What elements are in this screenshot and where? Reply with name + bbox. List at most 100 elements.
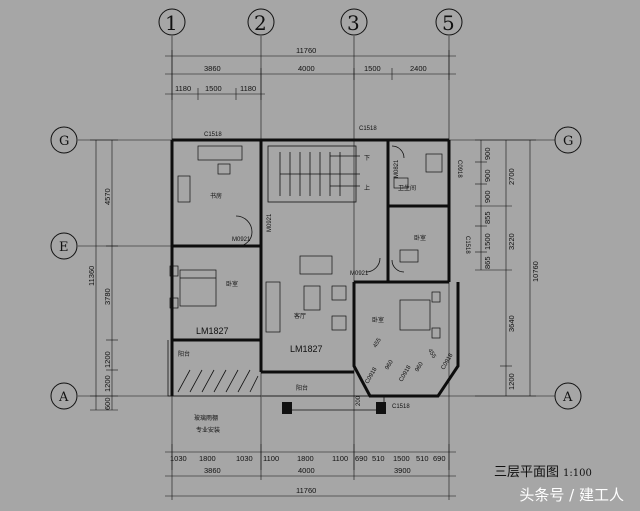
- axis-bubble-left-a: A: [50, 382, 78, 410]
- svg-text:4000: 4000: [298, 64, 315, 73]
- svg-text:5: 5: [442, 11, 455, 35]
- axis-bubble-top-2: 2: [247, 8, 275, 36]
- svg-text:玻璃雨棚: 玻璃雨棚: [194, 414, 218, 422]
- svg-text:600: 600: [103, 397, 112, 410]
- svg-text:1500: 1500: [483, 233, 492, 250]
- svg-text:900: 900: [483, 190, 492, 203]
- svg-text:2700: 2700: [507, 168, 516, 185]
- svg-text:A: A: [58, 390, 69, 405]
- svg-text:1030: 1030: [236, 454, 253, 463]
- svg-text:1200: 1200: [103, 375, 112, 392]
- svg-text:1500: 1500: [393, 454, 410, 463]
- drawing-title-text: 三层平面图: [494, 465, 560, 480]
- svg-text:960: 960: [385, 359, 396, 371]
- svg-text:卧室: 卧室: [414, 234, 426, 242]
- svg-text:510: 510: [416, 454, 429, 463]
- svg-text:LM1827: LM1827: [196, 326, 229, 336]
- svg-text:M0921: M0921: [267, 213, 273, 232]
- dimensions-right: 900 900 900 855 1500 865 2700 3220 3640 …: [475, 139, 540, 397]
- svg-text:455: 455: [373, 337, 384, 349]
- axis-bubble-top-5: 5: [435, 8, 463, 36]
- axis-bubble-top-3: 3: [340, 8, 368, 36]
- svg-text:4000: 4000: [298, 466, 315, 475]
- svg-text:3900: 3900: [394, 466, 411, 475]
- svg-text:690: 690: [433, 454, 446, 463]
- axis-grid-lines: [78, 36, 556, 470]
- svg-text:11360: 11360: [87, 266, 96, 286]
- dimensions-left: 11360 4570 3780 1200 1200 600: [87, 139, 118, 411]
- svg-text:A: A: [562, 390, 573, 405]
- staircase: 下 上: [267, 145, 370, 203]
- svg-text:C1518: C1518: [359, 126, 377, 132]
- svg-text:11760: 11760: [296, 46, 316, 55]
- svg-text:510: 510: [372, 454, 385, 463]
- svg-text:下: 下: [364, 155, 370, 162]
- plan-labels: C1518 C1518 C1518 C1518 C0918 C0918 M092…: [178, 126, 470, 434]
- svg-text:C1518: C1518: [392, 404, 410, 410]
- svg-text:C0918: C0918: [399, 364, 413, 383]
- svg-text:4570: 4570: [103, 188, 112, 205]
- svg-text:M0821: M0821: [394, 159, 400, 178]
- svg-text:11760: 11760: [296, 486, 316, 495]
- svg-text:专业安装: 专业安装: [196, 426, 220, 434]
- svg-text:1100: 1100: [332, 454, 348, 463]
- axis-bubble-top-1: 1: [158, 8, 186, 36]
- svg-text:卧室: 卧室: [226, 280, 238, 288]
- svg-text:200: 200: [356, 395, 362, 406]
- svg-text:C1518: C1518: [464, 236, 470, 254]
- svg-text:C0918: C0918: [365, 366, 379, 385]
- svg-text:1: 1: [165, 11, 178, 35]
- svg-text:3860: 3860: [204, 466, 221, 475]
- svg-text:LM1827: LM1827: [290, 344, 323, 354]
- svg-text:M0921: M0921: [232, 237, 251, 243]
- watermark: 头条号 / 建工人: [519, 486, 624, 504]
- svg-text:455: 455: [426, 348, 437, 360]
- svg-text:卫生间: 卫生间: [398, 184, 416, 192]
- svg-text:3: 3: [347, 11, 360, 35]
- svg-text:855: 855: [483, 211, 492, 224]
- svg-text:1100: 1100: [263, 454, 279, 463]
- svg-text:C0918: C0918: [456, 160, 462, 178]
- svg-text:上: 上: [364, 184, 370, 192]
- furniture: [169, 145, 443, 339]
- svg-text:G: G: [59, 134, 69, 149]
- svg-text:2400: 2400: [410, 64, 427, 73]
- svg-text:690: 690: [355, 454, 368, 463]
- axis-bubble-left-g: G: [50, 126, 78, 154]
- svg-text:900: 900: [483, 147, 492, 160]
- svg-text:3640: 3640: [507, 315, 516, 332]
- svg-text:1500: 1500: [205, 84, 222, 93]
- svg-text:客厅: 客厅: [294, 312, 306, 320]
- drawing-scale: 1:100: [563, 468, 592, 479]
- svg-text:3860: 3860: [204, 64, 221, 73]
- svg-text:阳台: 阳台: [178, 350, 190, 358]
- svg-text:1180: 1180: [175, 84, 191, 93]
- dimensions-top: 11760 3860 4000 1500 2400 1180 1500 1180: [165, 46, 456, 100]
- svg-text:1200: 1200: [103, 351, 112, 368]
- svg-text:1500: 1500: [364, 64, 381, 73]
- axis-bubble-right-g: G: [554, 126, 582, 154]
- svg-text:1800: 1800: [199, 454, 216, 463]
- svg-text:卧室: 卧室: [372, 316, 384, 324]
- axis-bubble-left-e: E: [50, 232, 78, 260]
- svg-text:M0921: M0921: [350, 271, 369, 277]
- svg-text:865: 865: [483, 256, 492, 269]
- balcony-hatch: [177, 369, 386, 414]
- svg-text:960: 960: [415, 361, 426, 373]
- svg-text:10760: 10760: [531, 261, 540, 282]
- svg-text:1800: 1800: [297, 454, 314, 463]
- svg-text:E: E: [59, 240, 69, 255]
- svg-text:1030: 1030: [170, 454, 187, 463]
- svg-text:阳台: 阳台: [296, 384, 308, 392]
- door-swings: [235, 145, 405, 273]
- svg-text:1180: 1180: [240, 84, 256, 93]
- svg-text:C0918: C0918: [441, 352, 455, 371]
- axis-bubble-right-a: A: [554, 382, 582, 410]
- svg-text:1200: 1200: [507, 373, 516, 390]
- svg-text:3220: 3220: [507, 233, 516, 250]
- svg-text:G: G: [563, 134, 573, 149]
- svg-text:C1518: C1518: [204, 132, 222, 138]
